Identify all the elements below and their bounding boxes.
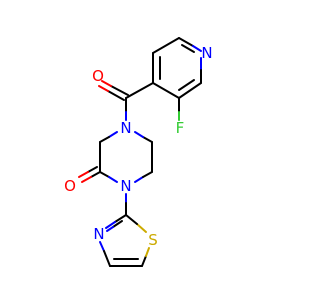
- atom-labels: O N F N O N N S: [64, 44, 213, 249]
- atom-nitrogen-piperazine-1: N: [120, 177, 131, 195]
- atom-fluorine: F: [176, 119, 185, 137]
- atom-sulfur-thiazole: S: [148, 231, 158, 249]
- atom-label-n: N: [120, 119, 131, 137]
- atom-nitrogen-pyridine: N: [201, 44, 212, 62]
- atom-nitrogen-piperazine-4: N: [120, 119, 131, 137]
- atom-label-n: N: [120, 177, 131, 195]
- atom-label-n: N: [201, 44, 212, 62]
- molecule-structure-diagram: O N F N O N N S: [64, 37, 213, 267]
- atom-label-f: F: [176, 119, 185, 137]
- atom-nitrogen-thiazole: N: [93, 225, 104, 243]
- bonds: [78, 37, 202, 267]
- atom-oxygen-carbonyl: O: [92, 67, 104, 85]
- atom-label-n: N: [93, 225, 104, 243]
- atom-oxygen-lactam: O: [64, 177, 76, 195]
- atom-label-s: S: [148, 231, 158, 249]
- atom-label-o: O: [64, 177, 76, 195]
- atom-label-o: O: [92, 67, 104, 85]
